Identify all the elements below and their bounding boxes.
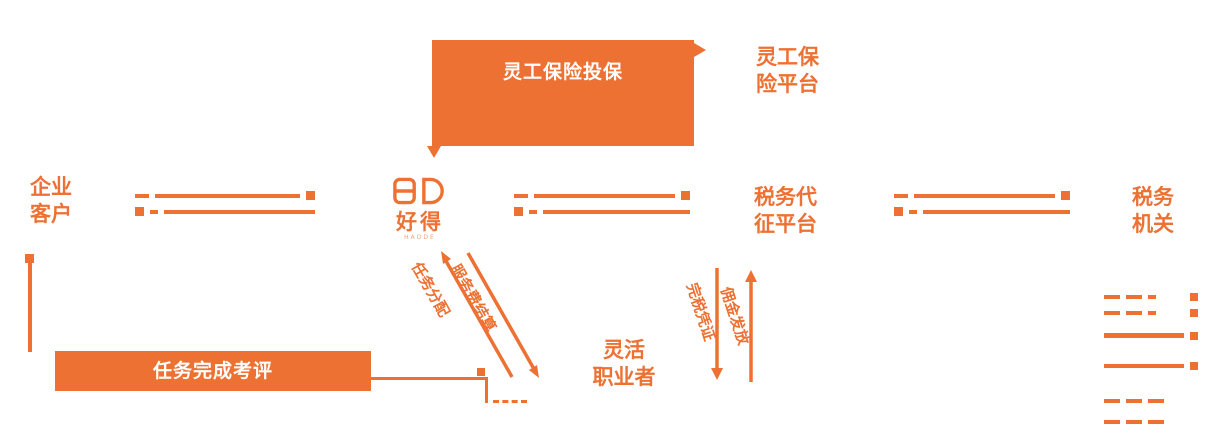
connector-platform-taxagency-top xyxy=(514,191,690,200)
legend-line-dashed-3 xyxy=(1104,396,1184,405)
enterprise-line2: 客户 xyxy=(30,202,72,226)
insurance-platform-line1: 灵工保 xyxy=(756,45,819,69)
connector-enterprise-platform-bottom xyxy=(135,207,315,216)
legend-line-dashed-4 xyxy=(1104,417,1184,426)
legend-line-dashed-2 xyxy=(1104,308,1198,317)
platform-logo: 好得 HAODE xyxy=(384,176,456,242)
platform-logo-subtext: HAODE xyxy=(404,234,436,241)
legend-line-dashed-1 xyxy=(1104,292,1198,301)
square-endpoint-icon xyxy=(477,368,485,376)
arrowhead-up-icon xyxy=(441,251,451,264)
node-flexible-worker: 灵活 职业者 xyxy=(586,337,662,391)
arrowhead-down-icon xyxy=(711,368,723,380)
enterprise-line1: 企业 xyxy=(30,175,72,199)
tax-agency-line2: 征平台 xyxy=(754,212,817,236)
worker-line1: 灵活 xyxy=(603,338,645,362)
square-endpoint-icon xyxy=(306,191,315,200)
insurance-box: 灵工保险投保 xyxy=(432,40,694,146)
arrowhead-up-icon xyxy=(745,270,757,282)
haode-logo-mark-icon xyxy=(393,177,444,205)
arrow-down-icon xyxy=(427,146,441,158)
tax-agency-line1: 税务代 xyxy=(754,185,817,209)
connector-evaluation-worker-v xyxy=(485,377,488,403)
square-endpoint-icon xyxy=(514,207,523,216)
square-endpoint-icon xyxy=(1190,308,1198,317)
square-endpoint-icon xyxy=(1190,331,1198,340)
square-endpoint-icon xyxy=(135,207,144,216)
node-enterprise-customer: 企业 客户 xyxy=(30,174,72,228)
edge-label-tax-cert: 完税凭证 xyxy=(682,280,719,344)
evaluation-box: 任务完成考评 xyxy=(55,351,371,391)
node-tax-authority: 税务 机关 xyxy=(1132,184,1174,238)
edge-label-commission-pay: 佣金发放 xyxy=(716,284,753,348)
tax-authority-line1: 税务 xyxy=(1132,185,1174,209)
worker-line2: 职业者 xyxy=(592,365,656,389)
insurance-platform-line2: 险平台 xyxy=(756,72,819,96)
square-endpoint-icon xyxy=(1190,361,1198,370)
node-tax-agency: 税务代 征平台 xyxy=(754,184,817,238)
connector-taxagency-authority-bottom xyxy=(894,207,1070,216)
connector-enterprise-platform-top xyxy=(135,191,315,200)
connector-platform-taxagency-bottom xyxy=(514,207,690,216)
connector-evaluation-worker-h xyxy=(371,377,488,380)
square-endpoint-icon xyxy=(25,254,34,263)
evaluation-box-label: 任务完成考评 xyxy=(152,360,273,382)
legend-line-solid-1 xyxy=(1104,331,1198,340)
legend-line-solid-2 xyxy=(1104,361,1198,370)
node-insurance-platform: 灵工保 险平台 xyxy=(756,44,819,98)
square-endpoint-icon xyxy=(681,191,690,200)
arrow-right-icon xyxy=(694,43,706,57)
tax-authority-line2: 机关 xyxy=(1132,212,1174,236)
square-endpoint-icon xyxy=(1190,292,1198,301)
connector-evaluation-worker-dash xyxy=(493,400,527,403)
connector-enterprise-evaluation xyxy=(28,263,32,352)
square-endpoint-icon xyxy=(894,207,903,216)
connector-taxagency-authority-top xyxy=(894,191,1070,200)
edge-label-task-assign: 任务分配 xyxy=(407,259,454,320)
edge-label-service-settle: 服务费结算 xyxy=(446,261,500,335)
platform-logo-name: 好得 xyxy=(396,210,444,234)
square-endpoint-icon xyxy=(1061,191,1070,200)
arrowhead-down-icon xyxy=(529,365,539,378)
insurance-box-label: 灵工保险投保 xyxy=(502,61,623,83)
